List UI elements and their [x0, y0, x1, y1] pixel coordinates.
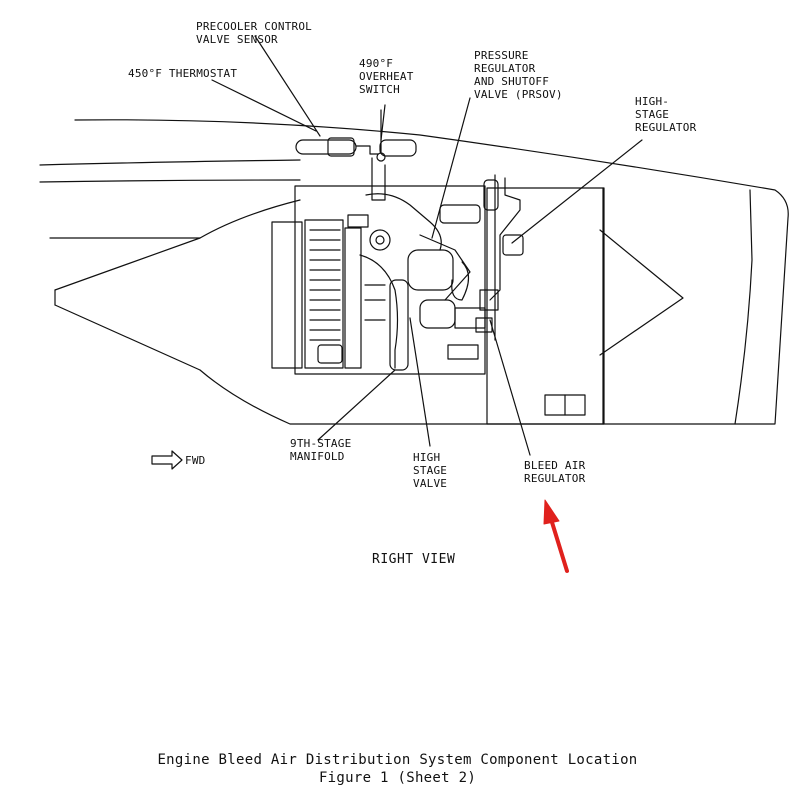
label-thermostat: 450°F THERMOSTAT [128, 67, 238, 80]
label-high-stage-regulator: HIGH- STAGE REGULATOR [635, 95, 697, 134]
label-high-stage-valve: HIGH STAGE VALVE [413, 451, 448, 490]
label-precooler-control-valve-sensor: PRECOOLER CONTROL VALVE SENSOR [196, 20, 312, 46]
precooler-duct [295, 109, 442, 251]
label-bleed-air-regulator: BLEED AIR REGULATOR [524, 459, 586, 485]
aft-components [475, 174, 586, 416]
label-prsov: PRESSURE REGULATOR AND SHUTOFF VALVE (PR… [474, 49, 563, 101]
nacelle-outline [39, 119, 789, 425]
leader-lines [211, 35, 643, 456]
fwd-arrow-icon [151, 450, 183, 470]
label-fwd: FWD [185, 454, 206, 467]
figure-caption-number: Figure 1 (Sheet 2) [318, 770, 477, 786]
engine-core [271, 204, 486, 371]
cowl-panels [294, 185, 605, 425]
label-overheat-switch: 490°F OVERHEAT SWITCH [359, 57, 414, 96]
red-highlight-arrow-icon [543, 499, 569, 573]
figure-caption-title: Engine Bleed Air Distribution System Com… [157, 752, 638, 768]
exhaust-cone [599, 229, 684, 356]
label-9th-stage-manifold: 9TH-STAGE MANIFOLD [290, 437, 352, 463]
view-title: RIGHT VIEW [372, 552, 456, 567]
